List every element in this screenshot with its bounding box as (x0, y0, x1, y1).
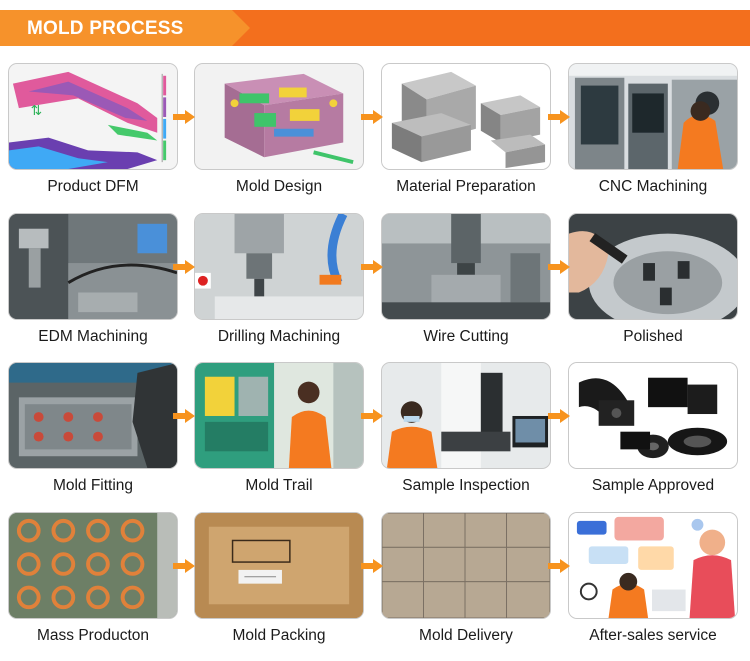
next-arrow-icon (548, 260, 570, 274)
step-label: Material Preparation (396, 178, 536, 195)
step-label: Mold Delivery (419, 627, 513, 644)
step-label: Wire Cutting (423, 328, 509, 345)
step-label: EDM Machining (38, 328, 148, 345)
next-arrow-icon (548, 409, 570, 423)
edm-machining-image (8, 213, 178, 320)
next-arrow-icon (173, 559, 195, 573)
step-label: Product DFM (47, 178, 139, 195)
next-arrow-icon (361, 260, 383, 274)
next-arrow-icon (361, 409, 383, 423)
polished-image (568, 213, 738, 320)
wire-cutting-image (381, 213, 551, 320)
drilling-machining-image (194, 213, 364, 320)
next-arrow-icon (173, 409, 195, 423)
next-arrow-icon (173, 110, 195, 124)
step-label: Drilling Machining (217, 328, 341, 345)
product-dfm-image: ⇅ (8, 63, 178, 170)
step-label: Polished (623, 328, 683, 345)
sample-inspection-image (381, 362, 551, 469)
mold-packing-image (194, 512, 364, 619)
mass-production-image (8, 512, 178, 619)
step-label: Mold Fitting (52, 477, 134, 494)
sample-approved-image (568, 362, 738, 469)
after-sales-service-image (568, 512, 738, 619)
next-arrow-icon (361, 559, 383, 573)
next-arrow-icon (173, 260, 195, 274)
page-title: MOLD PROCESS (27, 18, 184, 39)
material-preparation-image (381, 63, 551, 170)
next-arrow-icon (361, 110, 383, 124)
step-label: Sample Approved (591, 477, 715, 494)
next-arrow-icon (548, 110, 570, 124)
step-label: Mold Trail (245, 477, 313, 494)
mold-design-image (194, 63, 364, 170)
step-label: Sample Inspection (402, 477, 530, 494)
header-banner (0, 10, 250, 46)
svg-text:⇅: ⇅ (31, 103, 43, 119)
next-arrow-icon (548, 559, 570, 573)
step-label: Mold Design (235, 178, 323, 195)
mold-fitting-image (8, 362, 178, 469)
step-label: Mold Packing (232, 627, 326, 644)
cnc-machining-image (568, 63, 738, 170)
step-label: CNC Machining (598, 178, 708, 195)
step-label: After-sales service (589, 627, 717, 644)
step-label: Mass Producton (37, 627, 149, 644)
mold-trail-image (194, 362, 364, 469)
mold-delivery-image (381, 512, 551, 619)
